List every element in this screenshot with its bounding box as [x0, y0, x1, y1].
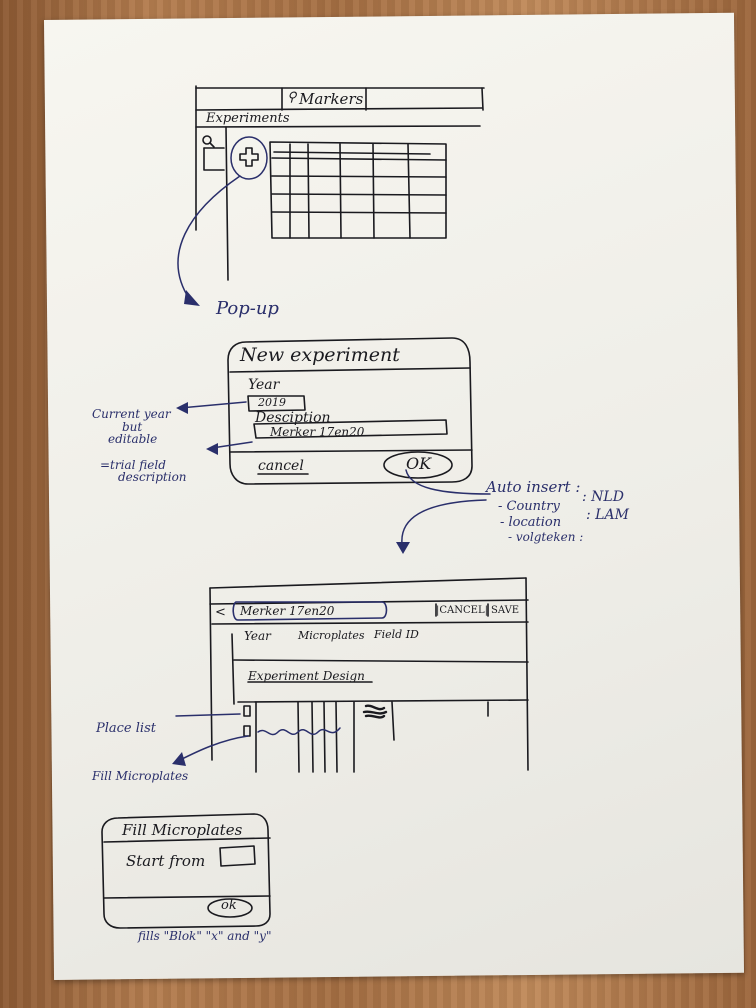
sketch2-description-label: Desciption — [255, 410, 331, 426]
sketch2-note-year-3: editable — [108, 432, 158, 446]
sketch2-year-value: 2019 — [258, 396, 286, 409]
auto-insert-line2-key: - location — [500, 515, 562, 530]
sketch3-frame — [209, 577, 529, 773]
auto-insert-title: Auto insert : — [486, 478, 581, 496]
sketch3-col-field-id: Field ID — [374, 628, 419, 641]
sketch1-arrow — [177, 175, 241, 306]
sketch3-title-value: Merker 17en20 — [240, 604, 335, 618]
sketch2-title: New experiment — [240, 344, 400, 366]
sketch1-plus-icon — [230, 136, 268, 180]
sketch4-start-label: Start from — [126, 852, 206, 870]
sketch3-col-microplates: Microplates — [298, 629, 365, 642]
auto-insert-line1-key: - Country — [498, 499, 560, 514]
sketch3-design-label: Experiment Design — [248, 669, 365, 683]
auto-insert-line1-val: : NLD — [582, 489, 624, 505]
sketch1-annotation: Pop-up — [216, 298, 279, 319]
sketch3-save: SAVE — [491, 605, 520, 616]
sketch3-note-place: Place list — [96, 721, 156, 736]
sketch4-note: fills "Blok" "x" and "y" — [138, 929, 272, 943]
sketch2-ok: OK — [406, 454, 432, 473]
sketch4-ok: ok — [221, 898, 237, 913]
sketch1-table — [269, 141, 447, 239]
sketch4-title: Fill Microplates — [122, 821, 243, 839]
sketch2-dialog — [227, 337, 473, 485]
sketch2-description-value: Merker 17en20 — [270, 425, 365, 439]
sketch3-arrows — [172, 713, 249, 766]
sketch1-tab-label: Markers — [299, 90, 364, 108]
sketch3-note-fill: Fill Microplates — [92, 769, 189, 783]
sketch2-arrows — [176, 401, 491, 554]
sketch2-cancel: cancel — [258, 458, 304, 474]
sketch2-note-year-2: but — [122, 420, 143, 434]
sketch3-back-glyph: < — [215, 605, 226, 620]
sketch4-dialog — [101, 813, 271, 929]
auto-insert-line2-val: : LAM — [586, 507, 629, 523]
sketch1-window-frame — [195, 85, 485, 281]
sketch2-note-desc-1: =trial field — [100, 458, 166, 472]
sketch2-note-desc-2: description — [118, 470, 187, 484]
sketch3-cancel: |CANCEL| — [436, 605, 488, 616]
sketch3-col-year: Year — [244, 629, 271, 643]
sketch2-year-label: Year — [248, 377, 280, 393]
sketch2-note-year-1: Current year — [92, 407, 171, 421]
sketch1-marker-icon: ⚲ — [287, 90, 297, 105]
auto-insert-line3-key: - volgteken : — [508, 530, 584, 544]
sketch1-section-label: Experiments — [206, 111, 290, 126]
